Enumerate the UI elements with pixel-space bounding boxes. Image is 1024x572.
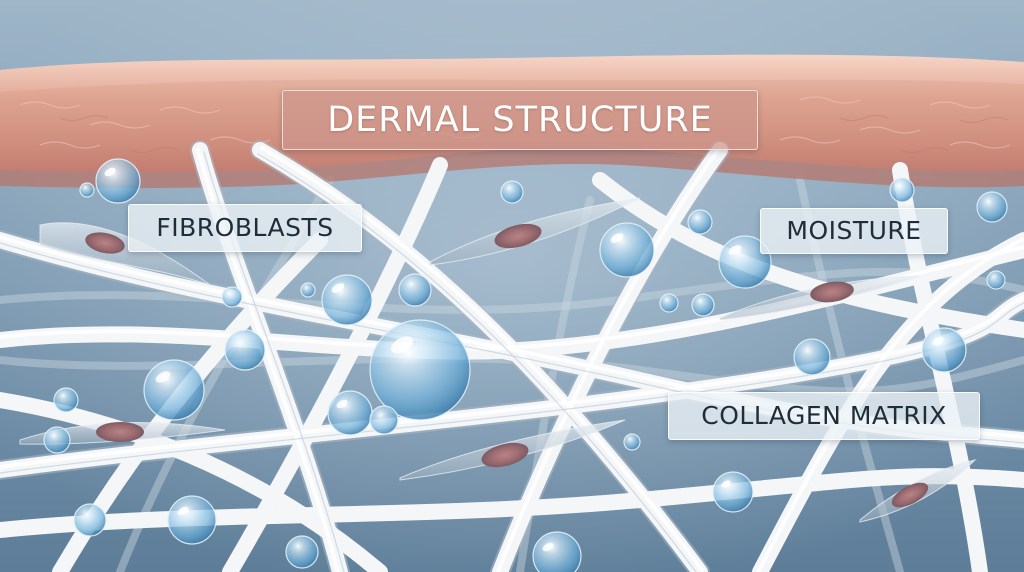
fibroblast-cell [39,222,211,286]
droplet-highlights [104,167,944,552]
label-collagen-matrix: COLLAGEN MATRIX [668,392,980,440]
water-droplet [986,270,1006,290]
water-droplet [500,180,524,204]
water-droplet [599,222,655,278]
water-droplet [327,390,373,436]
water-droplet [532,531,582,572]
water-droplet [300,282,316,298]
water-droplet [321,274,373,326]
water-droplet [221,286,243,308]
water-droplet [398,273,432,307]
title-label-dermal-structure: DERMAL STRUCTURE [282,90,758,150]
water-droplet [691,293,715,317]
water-droplet [73,503,107,537]
fibroblast-cell [719,275,921,321]
water-droplet [43,426,71,454]
fibroblast-cell [429,197,641,266]
water-droplet [793,338,831,376]
fibroblast-cell [399,419,626,481]
water-droplet [889,177,915,203]
water-droplet [687,209,713,235]
water-droplet [712,471,754,513]
water-droplet [921,327,967,373]
fibroblast-cells [19,197,977,523]
water-droplet [79,182,95,198]
water-droplet [369,319,471,421]
water-droplet [976,191,1008,223]
water-droplet [659,293,679,313]
water-droplet [95,158,141,204]
water-droplet [285,535,319,569]
water-droplet [143,359,205,421]
label-moisture: MOISTURE [760,208,948,254]
water-droplet [623,433,641,451]
water-droplet [224,329,266,371]
label-fibroblasts: FIBROBLASTS [128,204,362,252]
water-droplet [167,495,217,545]
fibroblast-cell [859,459,977,523]
water-droplets [43,158,1008,572]
water-droplet [53,387,79,413]
water-droplet [369,405,399,435]
